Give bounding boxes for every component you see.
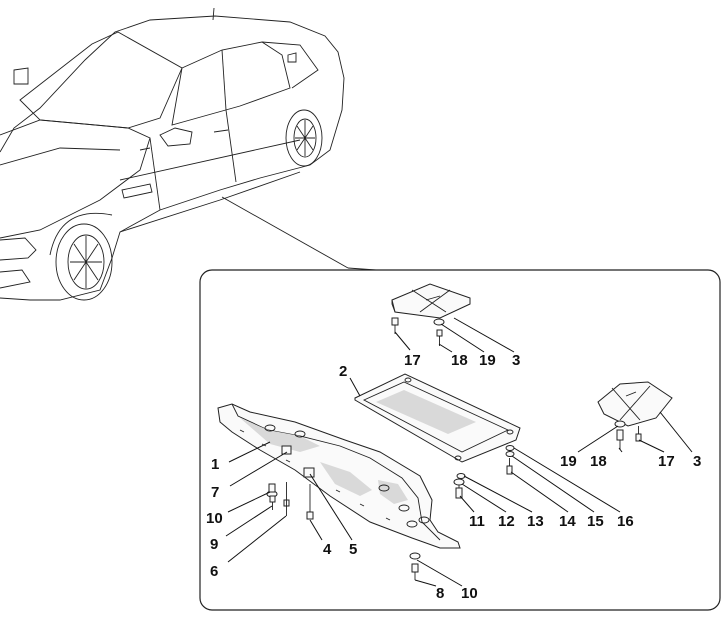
detail-frame [199, 269, 721, 611]
callout-13: 13 [527, 513, 544, 530]
callout-12: 12 [498, 513, 515, 530]
callout-18-right: 18 [590, 453, 607, 470]
clip-5 [303, 467, 315, 478]
callout-4: 4 [323, 541, 332, 558]
bolt-18-top [436, 329, 443, 346]
right-plate [597, 381, 673, 427]
callout-17-top: 17 [404, 352, 421, 369]
top-plate [391, 283, 471, 319]
callout-9: 9 [210, 536, 218, 553]
bolt-18-right [616, 429, 624, 450]
callout-7: 7 [211, 484, 219, 501]
clip-7 [281, 445, 292, 455]
callout-17-right: 17 [658, 453, 675, 470]
washer-15 [505, 451, 515, 457]
bolt-4 [306, 484, 314, 520]
washer-10-bottom [409, 552, 421, 560]
callout-11: 11 [469, 513, 485, 530]
callout-3-top: 3 [512, 352, 520, 369]
callout-5: 5 [349, 541, 357, 558]
callout-8: 8 [436, 585, 444, 602]
callout-16: 16 [617, 513, 634, 530]
middle-plate [354, 373, 521, 463]
washer-16 [505, 445, 515, 451]
callout-1: 1 [211, 456, 219, 473]
washer-19-right [614, 420, 626, 428]
bolt-8 [411, 563, 419, 580]
callout-18-top: 18 [451, 352, 468, 369]
callout-labels: 1 2 3 3 4 5 6 7 8 9 10 10 11 12 13 14 15… [206, 352, 701, 602]
leader-lines [225, 317, 693, 587]
car-leader-line [221, 196, 349, 269]
washer-13 [456, 473, 466, 479]
callout-19-top: 19 [479, 352, 496, 369]
bolt-17-top [391, 317, 399, 334]
washer-19-top [433, 318, 445, 326]
car-illustration [0, 7, 345, 301]
callout-3-right: 3 [693, 453, 701, 470]
callout-2: 2 [339, 363, 347, 380]
callout-10-bottom: 10 [461, 585, 478, 602]
callout-15: 15 [587, 513, 604, 530]
bolt-9 [269, 495, 276, 510]
callout-14: 14 [559, 513, 576, 530]
callout-19-right: 19 [560, 453, 577, 470]
callout-10-left: 10 [206, 510, 223, 527]
callout-6: 6 [210, 563, 218, 580]
bolt-14 [506, 458, 513, 475]
bolt-17-right [635, 426, 642, 442]
bolt-6 [283, 482, 290, 516]
washer-12 [453, 478, 465, 486]
washer-10-left-body [268, 483, 276, 493]
